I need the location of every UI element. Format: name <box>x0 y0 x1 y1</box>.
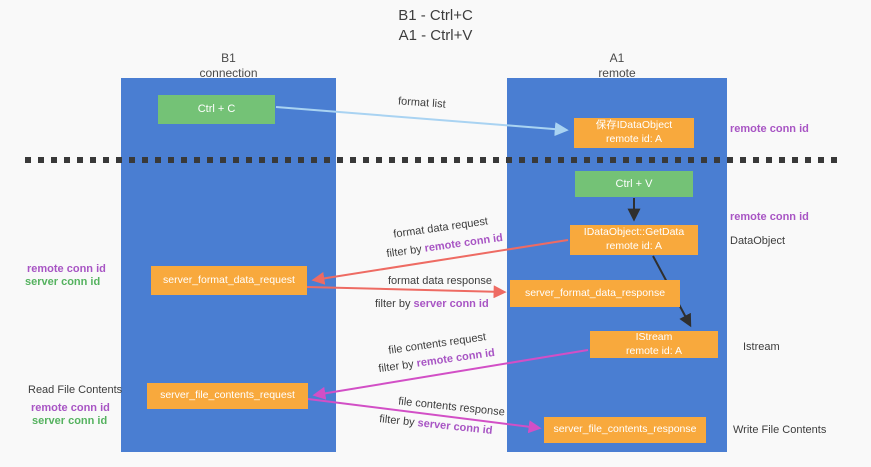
side-label-remote-conn-id-left-2: remote conn id <box>31 402 110 414</box>
filter-by-text: filter by <box>378 413 419 430</box>
istream-line2: remote id: A <box>625 344 683 357</box>
column-header-left: B1 connection <box>121 51 336 81</box>
istream-line1: IStream <box>635 330 673 343</box>
label-format-list: format list <box>397 95 447 111</box>
server-conn-id-text: server conn id <box>413 298 489 310</box>
side-label-write-file-contents: Write File Contents <box>733 424 827 436</box>
filter-by-text: filter by <box>385 242 426 261</box>
side-label-read-file-contents: Read File Contents <box>28 384 123 396</box>
server-format-data-request-label: server_format_data_request <box>163 273 295 286</box>
side-label-dataobject: DataObject <box>730 235 786 247</box>
side-label-server-conn-id-left-1: server conn id <box>25 276 101 288</box>
filter-by-text: filter by <box>377 357 418 376</box>
box-idataobject-getdata: IDataObject::GetData remote id: A <box>570 225 698 255</box>
page-title: B1 - Ctrl+C A1 - Ctrl+V <box>0 6 871 47</box>
getdata-line1: IDataObject::GetData <box>583 226 685 239</box>
side-label-remote-conn-id-left-1: remote conn id <box>27 263 106 275</box>
arrow-format-data-response <box>306 285 507 299</box>
box-server-format-data-request: server_format_data_request <box>151 266 307 295</box>
separator-dashed-line <box>25 157 837 163</box>
getdata-line2: remote id: A <box>605 240 663 252</box>
ctrl-c-label: Ctrl + C <box>197 103 236 116</box>
server-file-contents-response-label: server_file_contents_response <box>553 423 697 436</box>
side-label-server-conn-id-left-2: server conn id <box>32 415 108 427</box>
save-idataobject-line2: remote id: A <box>605 133 663 145</box>
box-server-file-contents-request: server_file_contents_request <box>147 383 308 409</box>
ctrl-v-label: Ctrl + V <box>615 177 653 190</box>
box-server-file-contents-response: server_file_contents_response <box>544 417 706 443</box>
remote-conn-id-text: remote conn id <box>423 231 504 255</box>
right-header-sub: remote <box>598 66 636 80</box>
label-filter-server-conn-id-2: filter by server conn id <box>379 413 493 437</box>
column-header-right: A1 remote <box>507 51 727 81</box>
side-label-remote-conn-id-top: remote conn id <box>730 123 809 135</box>
save-idataobject-line1: 保存IDataObject <box>595 119 673 132</box>
box-istream: IStream remote id: A <box>590 331 718 358</box>
label-filter-server-conn-id-1: filter by server conn id <box>375 298 489 310</box>
box-save-idataobject: 保存IDataObject remote id: A <box>574 118 694 148</box>
server-file-contents-request-label: server_file_contents_request <box>160 389 295 402</box>
server-format-data-response-label: server_format_data_response <box>524 286 666 299</box>
box-ctrl-c: Ctrl + C <box>158 95 275 124</box>
title-line-2: A1 - Ctrl+V <box>398 27 473 45</box>
box-ctrl-v: Ctrl + V <box>575 171 693 197</box>
label-format-data-response: format data response <box>388 275 492 287</box>
server-conn-id-text: server conn id <box>416 417 494 437</box>
title-line-1: B1 - Ctrl+C <box>398 7 473 24</box>
side-label-remote-conn-id-mid: remote conn id <box>730 211 809 223</box>
left-header-sub: connection <box>199 66 258 80</box>
side-label-istream: Istream <box>743 341 780 353</box>
right-header-name: A1 <box>609 51 625 65</box>
filter-by-text: filter by <box>375 298 414 310</box>
box-server-format-data-response: server_format_data_response <box>510 280 680 307</box>
label-file-contents-response: file contents response <box>397 395 506 419</box>
left-header-name: B1 <box>221 51 236 65</box>
